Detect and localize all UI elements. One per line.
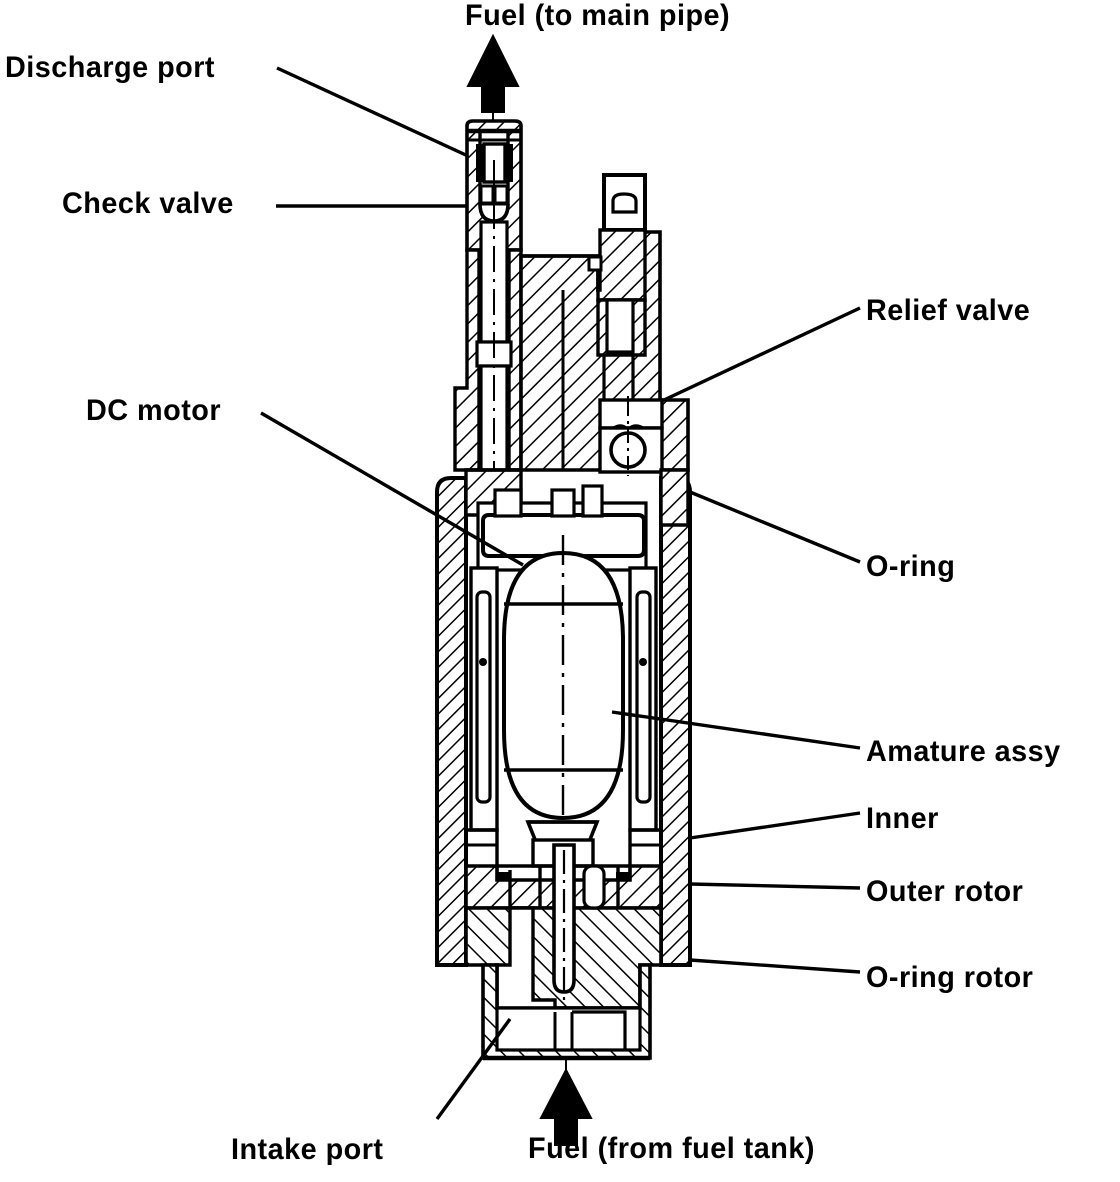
outlet-stem — [453, 160, 523, 472]
callout-intake-port: Intake port — [231, 1133, 384, 1166]
callout-o-ring: O-ring — [866, 550, 956, 583]
callout-inner: Inner — [866, 802, 939, 835]
intake-port-spigot — [481, 963, 652, 1061]
outlet-flow-arrow — [466, 33, 520, 113]
flow-label-top: Fuel (to main pipe) — [465, 0, 731, 32]
motor-magnet-left — [469, 566, 499, 832]
flow-label-bottom: Fuel (from fuel tank) — [528, 1132, 815, 1165]
armature-assembly — [502, 535, 625, 840]
relief-valve-assembly — [587, 173, 664, 476]
callout-o-ring-rotor: O-ring rotor — [866, 961, 1034, 994]
callout-dc-motor: DC motor — [86, 394, 222, 427]
callout-check-valve: Check valve — [62, 187, 234, 220]
leader-lines — [260, 66, 861, 1121]
callout-amature-assy: Amature assy — [866, 735, 1061, 768]
drive-shaft — [552, 843, 606, 1060]
motor-housing-shell — [435, 476, 692, 967]
callout-outer-rotor: Outer rotor — [866, 875, 1024, 908]
callout-relief-valve: Relief valve — [866, 294, 1031, 327]
motor-magnet-right — [628, 566, 658, 832]
inlet-flow-arrow — [539, 1067, 593, 1146]
discharge-port-assembly — [465, 119, 523, 252]
callout-discharge-port: Discharge port — [5, 51, 215, 84]
